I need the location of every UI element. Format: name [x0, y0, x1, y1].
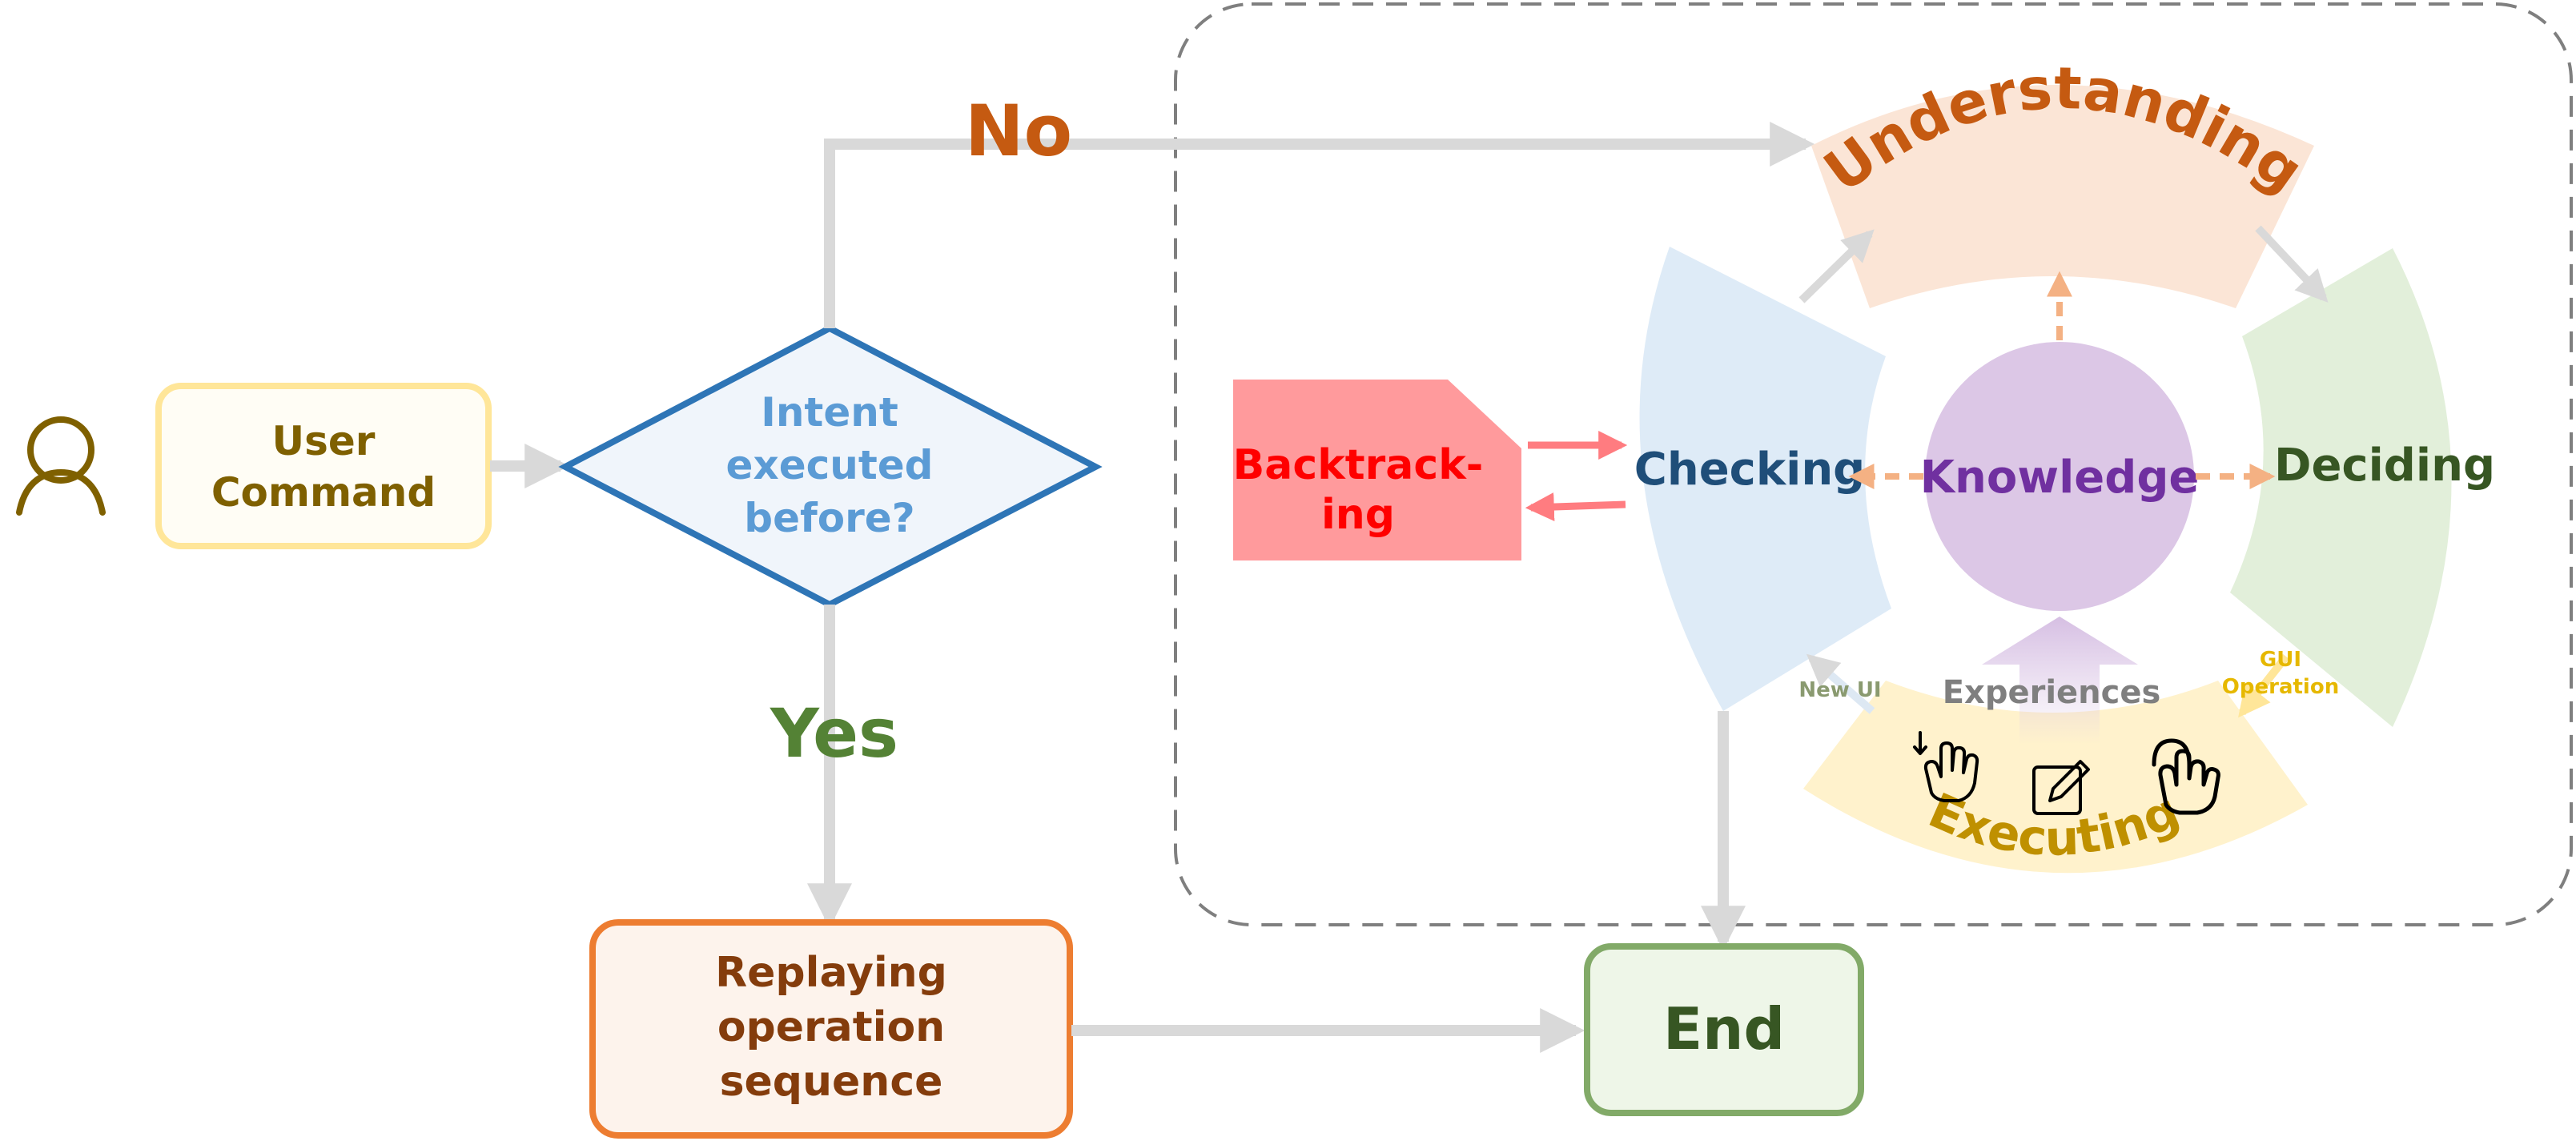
experiences-label: Experiences	[1943, 674, 2161, 711]
arrow-no-path	[824, 122, 1815, 328]
new-ui-label: New UI	[1798, 678, 1881, 702]
executing-segment	[1803, 681, 2308, 874]
experiences-arrow	[1982, 617, 2138, 745]
deciding-label: Deciding	[2274, 440, 2495, 492]
backtracking-line2: ing	[1321, 491, 1395, 539]
arrow-checking-to-understanding	[1798, 229, 1875, 303]
understanding-segment	[1811, 85, 2314, 308]
replaying-box	[589, 919, 1073, 1139]
replay-line2: operation	[717, 1003, 945, 1051]
deciding-segment	[2230, 248, 2452, 727]
swipe-down-hand-icon	[1913, 731, 1979, 802]
backtracking-box	[1233, 380, 1521, 560]
branch-no-label: No	[965, 90, 1072, 172]
user-command-box	[155, 383, 492, 549]
arrow-deciding-to-executing	[2238, 653, 2289, 718]
branch-yes-label: Yes	[770, 694, 898, 773]
gui-operation-label-2: Operation	[2222, 675, 2339, 699]
user-command-line2: Command	[211, 469, 436, 516]
arrow-checking-to-backtracking	[1525, 492, 1626, 522]
end-box	[1584, 943, 1864, 1116]
user-person-icon	[16, 416, 106, 516]
gui-operation-label-1: GUI	[2260, 648, 2301, 672]
decision-line1: Intent	[761, 389, 898, 436]
decision-line2: executed	[726, 442, 934, 488]
arrow-executing-to-checking	[1806, 653, 1875, 714]
tap-hand-icon	[2152, 738, 2220, 815]
knowledge-label: Knowledge	[1920, 452, 2200, 504]
knowledge-circle	[1925, 342, 2194, 611]
checking-label: Checking	[1634, 444, 1866, 496]
replay-line1: Replaying	[715, 949, 947, 997]
user-command-line1: User	[272, 418, 376, 464]
edit-pencil-icon	[2032, 760, 2090, 815]
replay-line3: sequence	[720, 1058, 943, 1106]
agent-boundary	[1174, 2, 2573, 926]
arrow-understanding-to-deciding	[2255, 225, 2329, 303]
backtracking-line1: Backtrack-	[1233, 441, 1484, 489]
end-label: End	[1663, 995, 1785, 1063]
decision-line3: before?	[744, 495, 914, 541]
checking-segment	[1639, 247, 1891, 711]
